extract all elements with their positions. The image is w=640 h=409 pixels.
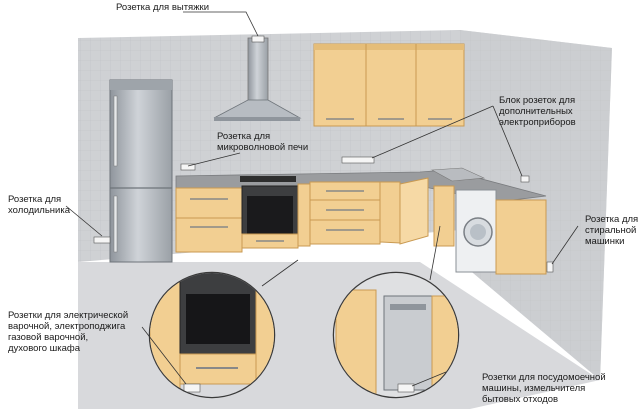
socket-fridge — [93, 236, 111, 244]
range-hood — [213, 37, 302, 121]
label-hob-oven-sockets: Розетки для электрической варочной, элек… — [8, 310, 129, 354]
socket-extra-block — [341, 156, 375, 164]
leader-lines — [65, 11, 579, 387]
label-microwave-socket: Розетка для микроволновой печи — [217, 131, 309, 153]
base-cabinets-right — [433, 185, 547, 275]
label-hood-socket: Розетка для вытяжки — [116, 2, 210, 13]
label-fridge-socket: Розетка для холодильника — [8, 194, 70, 216]
wall-cabinets — [313, 43, 465, 127]
socket-microwave — [180, 163, 196, 171]
label-washer-socket: Розетка для стиральной машинки — [585, 214, 639, 247]
socket-washer — [546, 261, 554, 273]
label-extra-block: Блок розеток для дополнительных электроп… — [499, 95, 576, 128]
refrigerator — [109, 79, 173, 263]
socket-hood — [251, 35, 265, 43]
zoom-dishwasher-detail — [332, 271, 460, 399]
base-cabinets-left — [175, 177, 429, 253]
label-dishwasher-sockets: Розетки для посудомоечной машины, измель… — [482, 372, 606, 405]
sockets — [93, 35, 554, 273]
socket-wall-right — [520, 175, 530, 183]
